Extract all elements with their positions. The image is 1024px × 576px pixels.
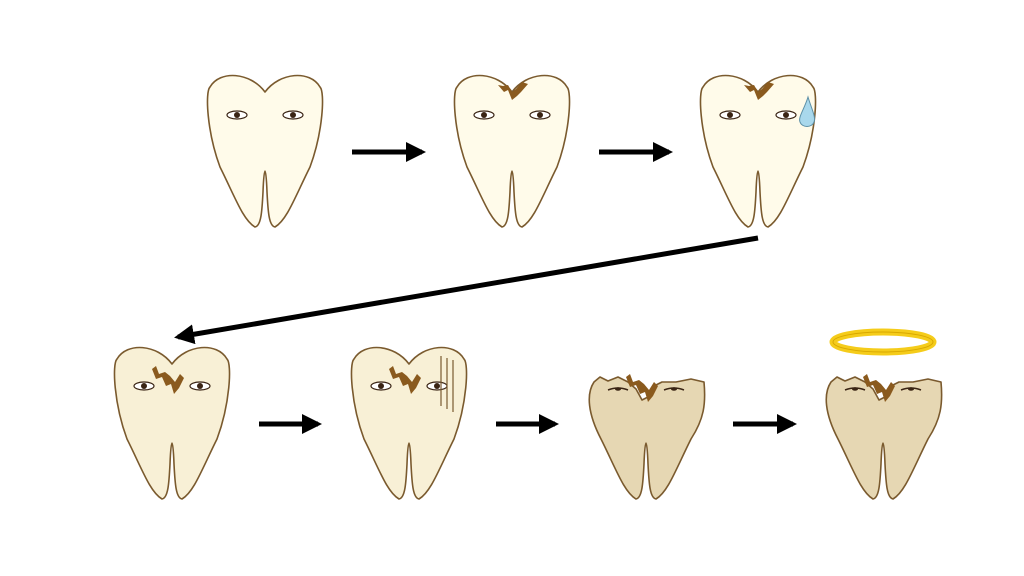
sweat-drop-icon: [799, 95, 815, 127]
decay-spot: [389, 366, 421, 394]
pain-lines-icon: [440, 356, 454, 412]
left-eye: [133, 381, 155, 391]
decay-spot: [626, 374, 658, 402]
decay-spot: [498, 82, 528, 100]
tooth-body: [588, 376, 706, 500]
left-eye: [607, 387, 629, 391]
tooth-healthy: [206, 74, 324, 228]
halo-outline: [832, 331, 934, 353]
left-eye: [473, 110, 495, 120]
tooth-crown-broken: [588, 374, 706, 500]
teeth: [113, 74, 943, 500]
right-eye: [529, 110, 551, 120]
tooth-dead-tooth: [825, 328, 943, 500]
left-eye: [844, 387, 866, 391]
tooth-small-cavity: [453, 74, 571, 228]
right-eye: [663, 387, 685, 391]
right-eye: [189, 381, 211, 391]
arrows: [174, 142, 797, 434]
right-eye: [426, 381, 448, 391]
left-eye: [370, 381, 392, 391]
right-eye: [900, 387, 922, 391]
tooth-body: [825, 376, 943, 500]
decay-spot: [744, 82, 774, 100]
tooth-body: [113, 346, 231, 500]
decay-spot: [152, 366, 184, 394]
decay-spot: [863, 374, 895, 402]
right-eye: [775, 110, 797, 120]
tooth-deep-cavity: [113, 346, 231, 500]
tooth-cavity-worried: [699, 74, 817, 228]
tooth-deep-cavity-pain: [350, 346, 468, 500]
left-eye: [226, 110, 248, 120]
tooth-body: [206, 74, 324, 228]
right-eye: [282, 110, 304, 120]
left-eye: [719, 110, 741, 120]
arrow-3-to-4: [174, 235, 759, 345]
tooth-body: [350, 346, 468, 500]
